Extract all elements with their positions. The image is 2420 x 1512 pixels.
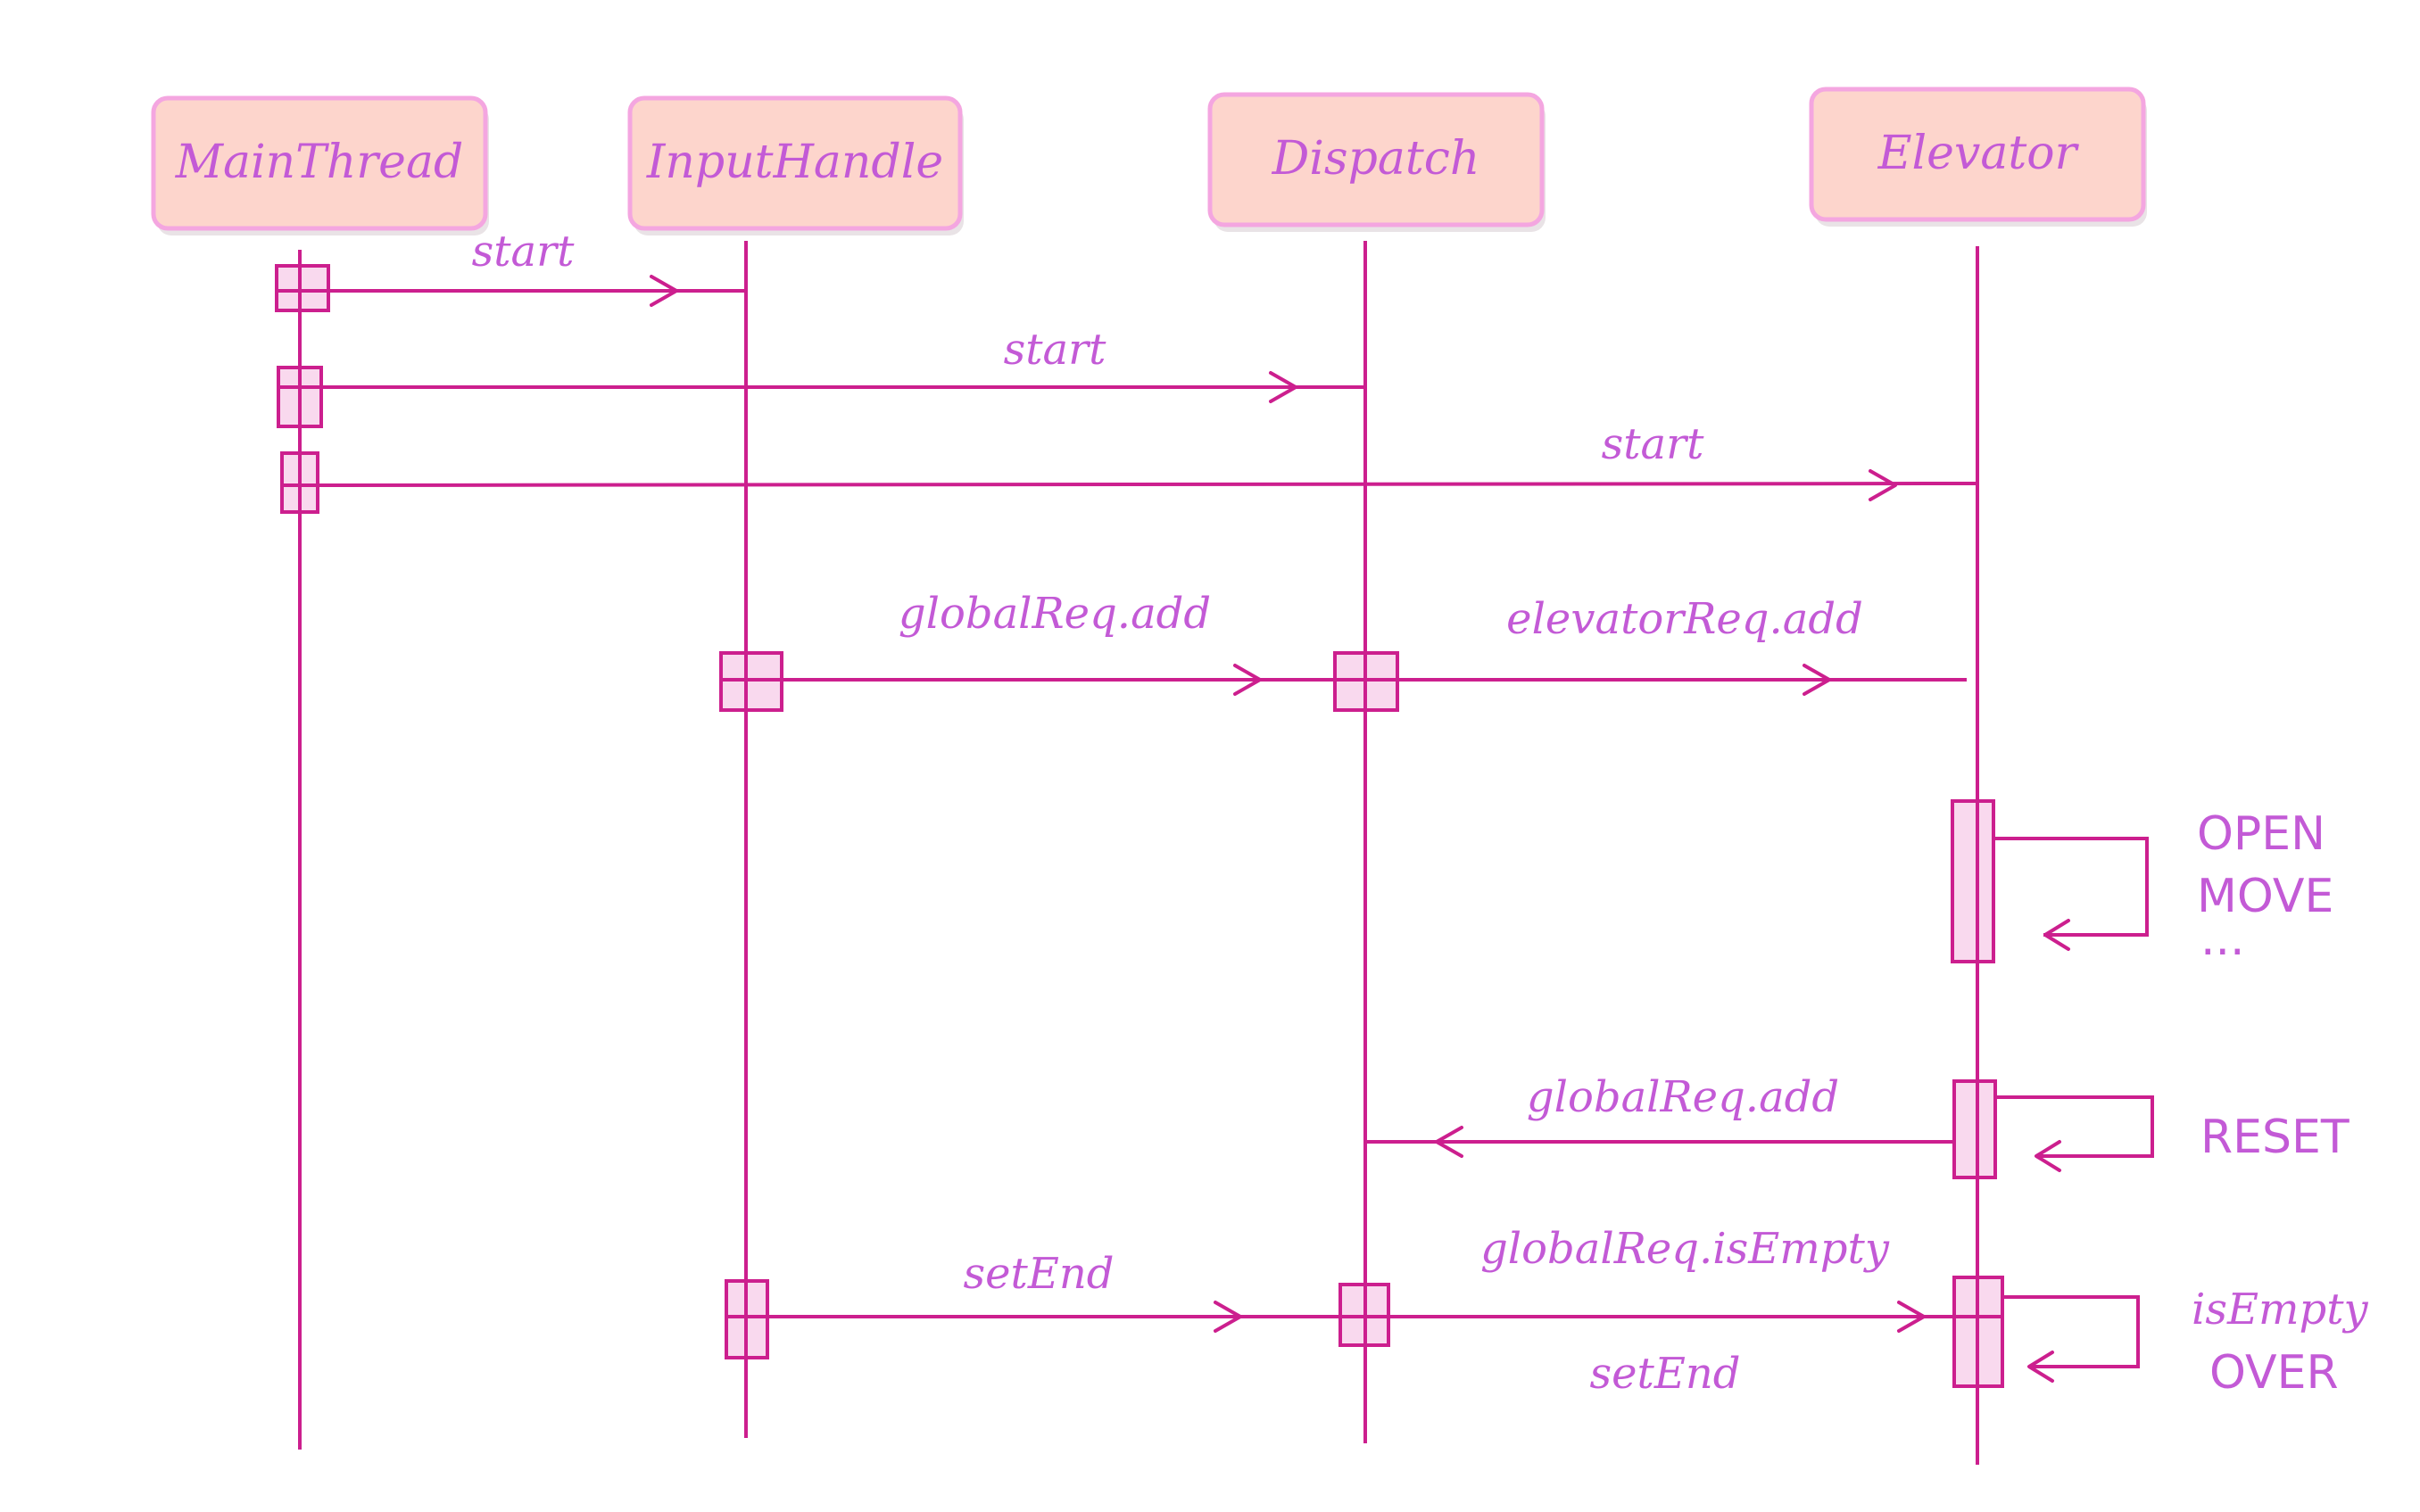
message-start-elevator: start xyxy=(302,419,1977,501)
activation-elevator-1 xyxy=(1951,799,1995,963)
activation-main-1 xyxy=(275,264,330,312)
message-global-req-add-return: globalReq.add xyxy=(1365,1072,1960,1158)
message-set-end-input: setEnd xyxy=(767,1249,1344,1333)
actor-elevator: Elevator xyxy=(1809,87,2147,227)
self-call-label: OVER xyxy=(2209,1346,2339,1400)
message-label: globalReq.isEmpty xyxy=(1480,1224,1890,1274)
arrow-head-icon xyxy=(2027,1351,2054,1383)
actor-box xyxy=(627,95,963,231)
self-call-label: MOVE xyxy=(2197,870,2333,923)
actor-box xyxy=(1207,92,1545,227)
arrow-head-icon xyxy=(650,275,678,307)
message-global-req-is-empty: globalReq.isEmpty xyxy=(1388,1224,1956,1333)
message-label: globalReq.add xyxy=(899,589,1211,639)
self-call-open-move: OPEN MOVE ... xyxy=(1995,807,2333,966)
message-label: globalReq.add xyxy=(1527,1072,1839,1122)
arrow-head-icon xyxy=(1897,1301,1926,1333)
arrow-head-icon xyxy=(1435,1126,1463,1158)
message-label-set-end-below: setEnd xyxy=(1589,1349,1740,1399)
arrow-head-icon xyxy=(1803,664,1831,696)
actor-label: Dispatch xyxy=(1272,132,1480,186)
arrow-head-icon xyxy=(1214,1301,1242,1333)
arrow-head-icon xyxy=(2035,1140,2061,1172)
activation-input-1 xyxy=(719,651,783,712)
message-start-input: start xyxy=(303,227,746,307)
actor-label: Elevator xyxy=(1877,127,2080,180)
self-call-reset: RESET xyxy=(1997,1095,2350,1172)
actor-input-handle: InputHandle xyxy=(627,95,964,235)
self-call-label: isEmpty xyxy=(2192,1285,2369,1334)
message-elevator-req-add: elevatorReq.add xyxy=(1397,594,1967,696)
actor-box xyxy=(1809,87,2146,222)
actor-main-thread: MainThread xyxy=(151,95,489,235)
message-label: setEnd xyxy=(963,1249,1114,1299)
message-label: elevatorReq.add xyxy=(1506,594,1863,644)
arrow-head-icon xyxy=(1233,664,1262,696)
message-start-dispatch: start xyxy=(303,325,1365,403)
message-label: start xyxy=(1004,325,1106,375)
arrow-head-icon xyxy=(2043,919,2070,951)
arrow-head-icon xyxy=(1269,371,1297,403)
message-global-req-add-forward: globalReq.add xyxy=(782,589,1335,696)
message-label: start xyxy=(1602,419,1704,469)
self-call-label: RESET xyxy=(2200,1111,2350,1164)
arrow-head-icon xyxy=(1869,469,1897,501)
actor-box xyxy=(151,95,488,231)
self-call-label: OPEN xyxy=(2197,807,2325,861)
actor-label: MainThread xyxy=(175,136,463,189)
self-call-label: ... xyxy=(2200,913,2245,966)
actor-label: InputHandle xyxy=(646,136,943,189)
activation-elevator-2 xyxy=(1952,1079,1997,1179)
actor-dispatch: Dispatch xyxy=(1207,92,1546,232)
self-call-is-empty-over: isEmpty OVER xyxy=(2002,1285,2369,1400)
message-label: start xyxy=(472,227,575,277)
